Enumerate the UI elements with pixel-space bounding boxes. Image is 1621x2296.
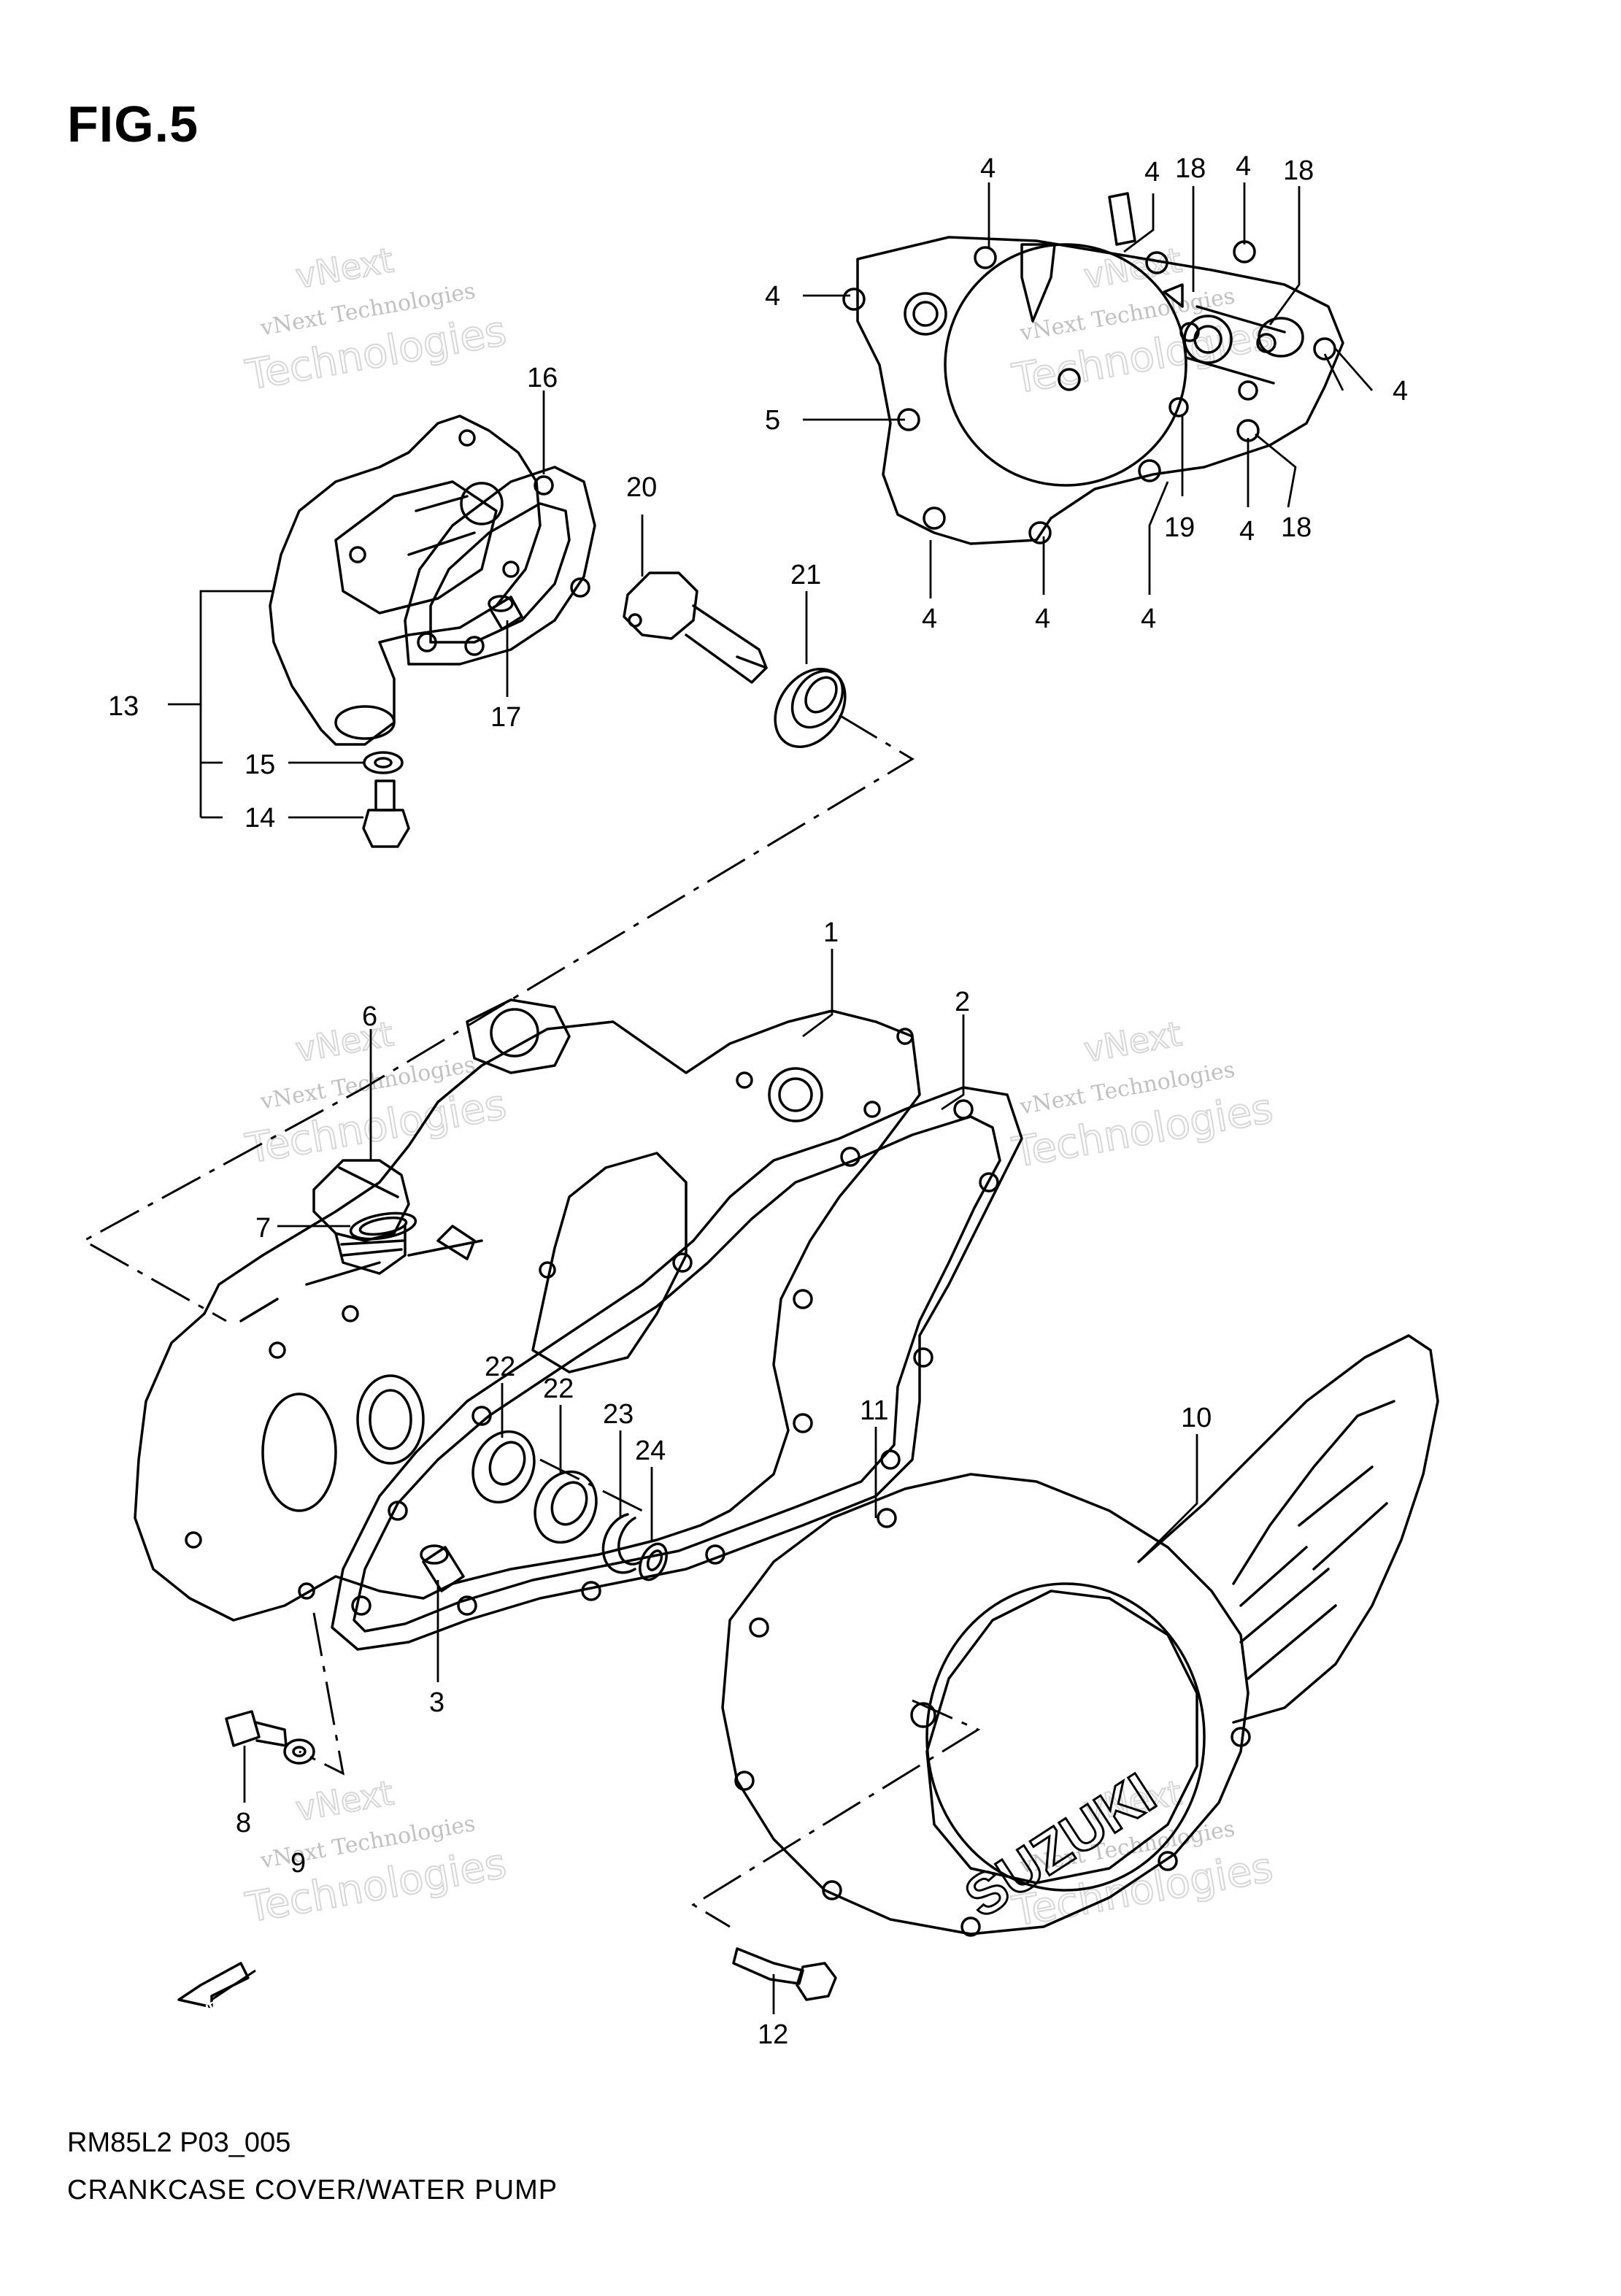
callout-8: 8 xyxy=(236,1808,251,1838)
assembly-guide-line xyxy=(299,1612,345,1776)
callout-16: 16 xyxy=(527,363,558,393)
figure-caption: CRANKCASE COVER/WATER PUMP xyxy=(67,2175,558,2206)
callout-4: 4 xyxy=(1144,157,1160,188)
callout-4: 4 xyxy=(1035,604,1050,634)
callout-22: 22 xyxy=(485,1352,515,1382)
callout-2: 2 xyxy=(955,987,970,1017)
assembly-guide-line xyxy=(691,1699,981,1928)
bolt-drawing xyxy=(225,1710,837,2001)
impeller-shaft-drawing xyxy=(623,571,768,684)
callout-4: 4 xyxy=(980,153,996,184)
dowel-pin-drawing xyxy=(420,1544,465,1592)
callout-3: 3 xyxy=(429,1687,444,1718)
watermark-text: vNext xyxy=(293,1773,396,1829)
watermark-text: vNext xyxy=(293,1014,396,1070)
water-pump-cover-drawing xyxy=(269,415,542,746)
callout-4: 4 xyxy=(1393,376,1408,407)
callout-6: 6 xyxy=(362,1001,377,1032)
figure-code: RM85L2 P03_005 xyxy=(67,2127,291,2158)
callout-19: 19 xyxy=(1164,512,1195,543)
callout-4: 4 xyxy=(1236,151,1251,182)
leader-lines xyxy=(168,182,1374,2014)
inner-cover-drawing xyxy=(842,192,1344,545)
callout-18: 18 xyxy=(1281,512,1312,543)
callout-4: 4 xyxy=(765,281,780,312)
callout-17: 17 xyxy=(490,702,521,733)
callout-15: 15 xyxy=(245,750,275,780)
callout-23: 23 xyxy=(603,1399,634,1430)
callout-1: 1 xyxy=(823,917,839,948)
fwd-arrow-icon xyxy=(177,1962,250,2008)
callout-5: 5 xyxy=(765,405,780,436)
washer-bolt-drawing xyxy=(362,751,410,848)
callout-22: 22 xyxy=(543,1374,574,1404)
callout-18: 18 xyxy=(1283,155,1314,186)
callout-4: 4 xyxy=(1141,604,1156,634)
callout-12: 12 xyxy=(758,2019,788,2050)
callout-4: 4 xyxy=(1239,516,1255,547)
oil-plug-drawing xyxy=(312,1159,417,1275)
watermark-text: vNext xyxy=(293,240,396,296)
callout-13: 13 xyxy=(108,691,139,722)
callout-7: 7 xyxy=(255,1213,271,1244)
clutch-cover-drawing xyxy=(721,1473,1251,1937)
callout-9: 9 xyxy=(290,1848,306,1879)
callout-24: 24 xyxy=(635,1436,666,1466)
assembly-guide-line xyxy=(539,1458,643,1512)
callout-labels: 4 4 18 4 18 4 4 5 19 4 18 4 4 4 16 20 21… xyxy=(108,151,1408,2050)
oil-seal-drawing xyxy=(774,667,847,749)
circlip-drawing xyxy=(601,1513,668,1582)
callout-18: 18 xyxy=(1175,153,1206,184)
crankcase-cover-drawing xyxy=(134,998,921,1622)
callout-10: 10 xyxy=(1181,1403,1212,1433)
figure-title: FIG.5 xyxy=(67,96,199,153)
assembly-guide-line xyxy=(81,714,915,1322)
bearing-drawing xyxy=(471,1430,598,1544)
watermark-text: vNext xyxy=(1081,1014,1185,1070)
callout-11: 11 xyxy=(860,1395,888,1426)
callout-21: 21 xyxy=(790,560,821,590)
callout-4: 4 xyxy=(922,604,937,634)
magneto-cover-drawing xyxy=(1137,1334,1439,1724)
dowel-pin-drawing xyxy=(488,595,523,631)
assembly-guide-line xyxy=(211,1969,256,2001)
crankcase-gasket-drawing xyxy=(331,1086,1023,1651)
callout-20: 20 xyxy=(626,472,657,503)
callout-14: 14 xyxy=(245,803,275,833)
